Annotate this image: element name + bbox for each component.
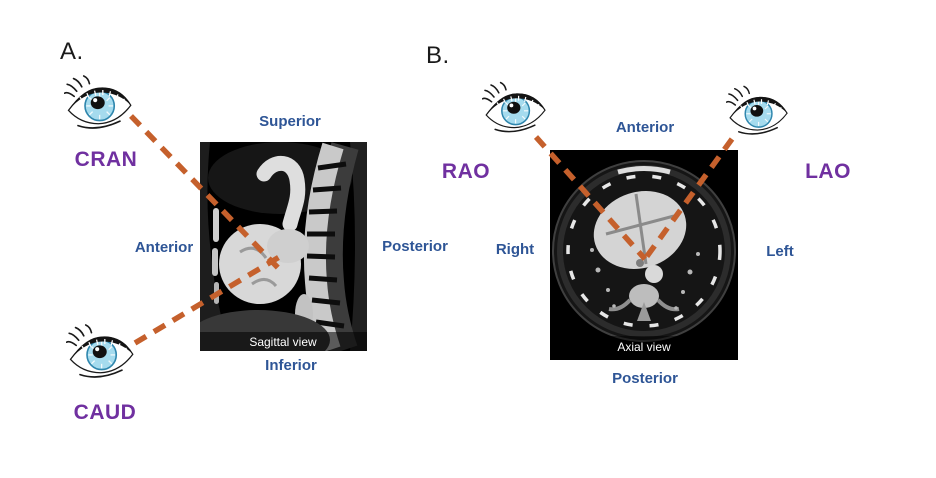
- axial-ct-image: Axial view: [550, 150, 738, 360]
- sagittal-view-caption: Sagittal view: [249, 335, 317, 349]
- sagittal-ct-image: Sagittal view: [200, 142, 367, 351]
- eye-icon: [482, 81, 546, 133]
- anterior-label-a: Anterior: [134, 239, 194, 256]
- posterior-label-b: Posterior: [612, 370, 678, 387]
- anterior-label-b: Anterior: [615, 119, 675, 136]
- left-label: Left: [766, 243, 794, 260]
- posterior-label-a: Posterior: [382, 238, 448, 255]
- lao-label: LAO: [805, 160, 851, 183]
- inferior-label: Inferior: [265, 357, 317, 374]
- eye-icon: [64, 75, 132, 129]
- eye-icon: [726, 85, 788, 135]
- eye-icon: [66, 324, 134, 378]
- superior-label: Superior: [259, 113, 321, 130]
- right-label: Right: [495, 241, 535, 258]
- cran-label: CRAN: [74, 148, 138, 171]
- axial-view-caption: Axial view: [617, 340, 671, 354]
- panel-a-letter: A.: [60, 38, 84, 65]
- caud-label: CAUD: [73, 401, 137, 424]
- panel-b-letter: B.: [426, 42, 450, 69]
- rao-label: RAO: [441, 160, 491, 183]
